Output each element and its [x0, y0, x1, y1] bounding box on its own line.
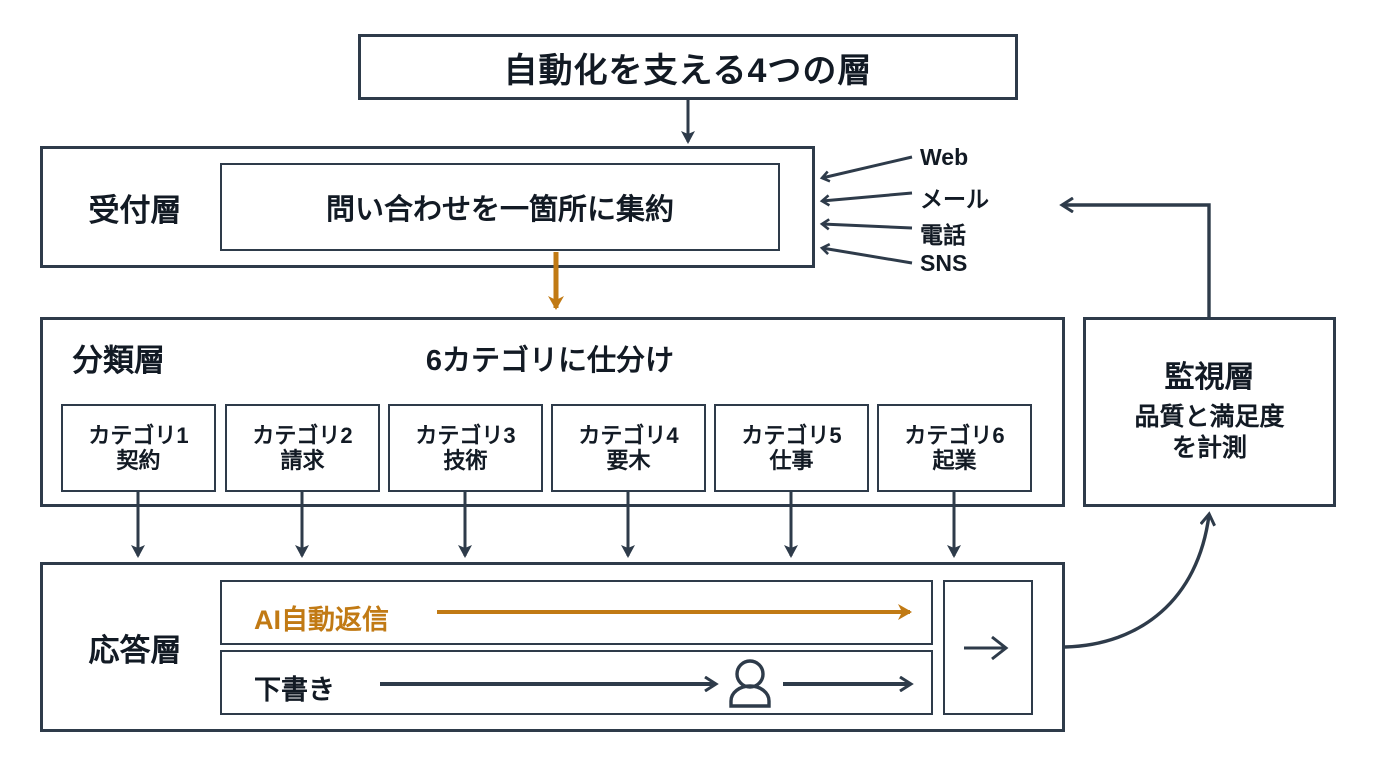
- category-name: カテゴリ6: [904, 422, 1005, 448]
- classification-heading: 6カテゴリに仕分け: [425, 345, 675, 377]
- category-name: カテゴリ2: [252, 422, 353, 448]
- connector-response-to-monitoring: [1064, 515, 1209, 649]
- response-row-ai[interactable]: AI自動返信: [220, 580, 933, 645]
- category-name: カテゴリ3: [415, 422, 516, 448]
- category-topic: 契約: [116, 448, 161, 473]
- response-row-ai-label: AI自動返信: [254, 605, 389, 635]
- connector-channel-mail: [822, 191, 913, 201]
- classification-layer-label-wrap: 分類層: [72, 335, 252, 385]
- category-box-6[interactable]: カテゴリ6 起業: [877, 404, 1032, 492]
- reception-layer-label: 受付層: [88, 192, 182, 228]
- channel-label-web: Web: [920, 144, 969, 170]
- classification-layer-label: 分類層: [72, 343, 165, 378]
- reception-inner-text: 問い合わせを一箇所に集約: [325, 194, 674, 226]
- category-topic: 仕事: [769, 448, 814, 473]
- monitoring-layer-label: 監視層: [1164, 360, 1255, 394]
- channel-label-mail: メール: [920, 186, 989, 212]
- category-name: カテゴリ4: [578, 422, 679, 448]
- monitoring-sub-line-2: を計測: [1171, 434, 1247, 462]
- response-layer-label: 応答層: [88, 632, 182, 668]
- category-box-5[interactable]: カテゴリ5 仕事: [714, 404, 869, 492]
- category-topic: 起業: [932, 448, 977, 473]
- category-name: カテゴリ1: [88, 422, 189, 448]
- category-box-4[interactable]: カテゴリ4 要木: [551, 404, 706, 492]
- response-output-box[interactable]: [943, 580, 1033, 715]
- response-row-draft-label: 下書き: [254, 675, 335, 705]
- category-name: カテゴリ5: [741, 422, 842, 448]
- connector-channel-sns: [822, 248, 913, 265]
- category-topic: 技術: [443, 448, 488, 473]
- category-topic: 要木: [606, 448, 651, 473]
- reception-inner-box: 問い合わせを一箇所に集約: [220, 163, 780, 251]
- category-box-3[interactable]: カテゴリ3 技術: [388, 404, 543, 492]
- response-row-draft[interactable]: 下書き: [220, 650, 933, 715]
- connector-channel-web: [822, 155, 913, 178]
- category-box-2[interactable]: カテゴリ2 請求: [225, 404, 380, 492]
- channel-label-sns: SNS: [920, 250, 968, 276]
- reception-layer-label-wrap: 受付層: [55, 146, 215, 268]
- title-box: 自動化を支える4つの層: [358, 34, 1018, 100]
- page-title: 自動化を支える4つの層: [503, 51, 873, 90]
- connector-channel-phone: [822, 224, 913, 228]
- response-layer-label-wrap: 応答層: [55, 562, 215, 732]
- classification-heading-wrap: 6カテゴリに仕分け: [330, 333, 770, 383]
- connector-monitoring-to-reception: [1063, 205, 1211, 317]
- channel-label-phone: 電話: [920, 222, 966, 248]
- category-box-1[interactable]: カテゴリ1 契約: [61, 404, 216, 492]
- monitoring-sub-line-1: 品質と満足度: [1134, 402, 1285, 431]
- arrow-right-icon: [964, 635, 1009, 660]
- monitoring-layer-box: 監視層 品質と満足度 を計測: [1083, 317, 1336, 507]
- category-topic: 請求: [280, 448, 325, 473]
